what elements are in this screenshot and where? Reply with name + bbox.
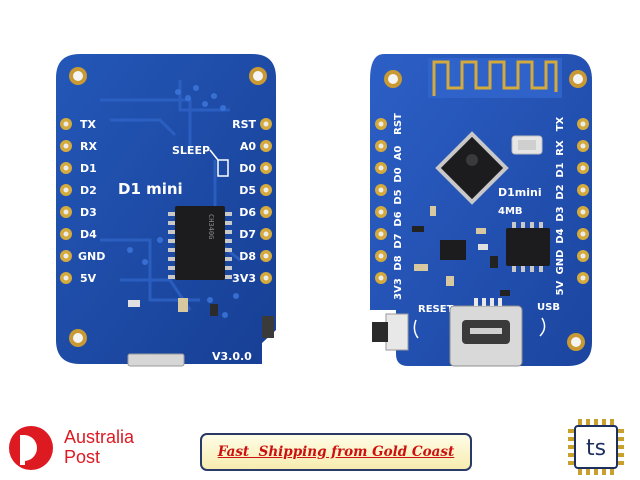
front-pin-label: GND [555,250,566,275]
right-pin-label: D5 [239,184,256,197]
right-pin-label: D0 [239,162,256,175]
flash-label: 4MB [498,206,523,217]
left-pin-label: D4 [80,228,97,241]
australia-post-line1: Australia [64,427,135,447]
ts-logo-text: ts [586,436,606,461]
front-pin-label: D1 [555,162,566,177]
left-pin-label: D2 [80,184,97,197]
front-pin-label: D5 [393,189,404,204]
right-pin-label: D7 [239,228,256,241]
reset-label: RESET [418,304,454,315]
front-model-label: D1mini [498,186,542,199]
model-label: D1 mini [118,180,183,198]
right-pin-label: A0 [240,140,257,153]
left-pin-label: D1 [80,162,97,175]
micro-usb-port [449,298,523,367]
front-pin-label: 5V [555,280,566,295]
left-pin-label: D3 [80,206,97,219]
australia-post-line2: Post [64,447,101,467]
chip-marking: CH340G [207,214,215,239]
front-pin-label: D2 [555,184,566,199]
right-pin-label: D6 [239,206,256,219]
esp8266-chip [435,131,509,205]
right-pin-label: 3V3 [232,272,256,285]
front-pin-label: D0 [393,167,404,182]
front-pin-label: D8 [393,255,404,270]
australia-post-icon [9,426,53,470]
ts-logo: ts [568,419,624,475]
right-pin-label: RST [232,118,256,131]
front-pin-label: D4 [555,228,566,243]
left-pin-label: RX [80,140,97,153]
front-pin-label: D7 [393,233,404,248]
sleep-label: SLEEP [172,144,210,157]
left-pin-label: TX [80,118,97,131]
left-pin-label: GND [78,250,105,263]
sleep-jumper-pad [217,159,229,177]
left-pin-label: 5V [80,272,97,285]
version-label: V3.0.0 [212,350,252,363]
usb-label: USB [537,302,560,313]
usb-serial-chip: CH340G [168,206,232,280]
reset-button [372,313,409,351]
front-pin-label: D3 [555,206,566,221]
flash-chip [506,222,550,272]
right-board: RST A0 D0 D5 D6 D7 D8 3V3 TX RX D1 D2 D3… [370,54,592,367]
front-pin-label: TX [555,116,566,131]
shipping-banner: Fast Shipping from Gold Coast [200,433,472,471]
front-pin-label: A0 [393,146,404,161]
front-pin-label: RST [393,113,404,135]
right-pin-label: D8 [239,250,256,263]
australia-post-logo: Australia Post [6,423,156,473]
front-pin-label: D6 [393,211,404,226]
front-pin-label: RX [555,140,566,156]
shipping-banner-text: Fast Shipping from Gold Coast [217,444,455,460]
front-pin-label: 3V3 [393,278,404,300]
left-board: TX RX D1 D2 D3 D4 GND 5V RST A0 D0 D5 D6… [56,54,276,367]
